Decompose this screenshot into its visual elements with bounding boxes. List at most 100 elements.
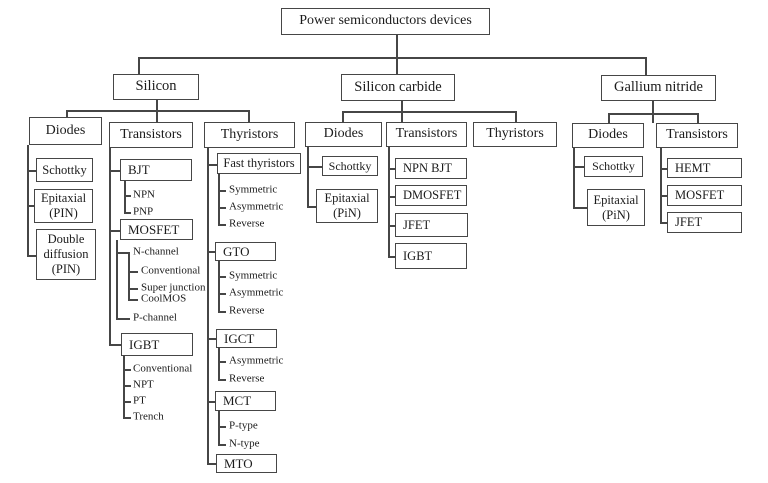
connector-line: [307, 166, 322, 168]
connector-line: [138, 57, 646, 59]
connector-line: [388, 168, 395, 170]
node-gan-transistors: Transistors: [656, 123, 738, 148]
connector-line: [218, 224, 226, 226]
node-gan-mosfet: MOSFET: [667, 185, 742, 206]
leaf-npn: NPN: [133, 188, 156, 201]
node-mto: MTO: [216, 454, 277, 473]
node-silicon-carbide: Silicon carbide: [341, 74, 455, 101]
node-npn-bjt: NPN BJT: [395, 158, 467, 179]
connector-line: [128, 288, 138, 290]
connector-line: [138, 57, 140, 74]
leaf-coolmos: CoolMOS: [141, 292, 187, 305]
connector-line: [307, 147, 309, 206]
node-mct: MCT: [215, 391, 276, 411]
node-sic-schottky: Schottky: [322, 156, 378, 176]
connector-line: [109, 230, 120, 232]
connector-line: [27, 255, 36, 257]
connector-line: [608, 113, 697, 115]
node-gan-diodes: Diodes: [572, 123, 644, 148]
connector-line: [388, 256, 395, 258]
connector-line: [218, 426, 226, 428]
connector-line: [109, 344, 121, 346]
node-gan-jfet: JFET: [667, 212, 742, 233]
leaf-n-type: N-type: [229, 437, 260, 450]
connector-line: [218, 311, 226, 313]
node-bjt: BJT: [120, 159, 192, 181]
node-si-double-diffusion-pin: Double diffusion (PIN): [36, 229, 96, 280]
connector-line: [388, 225, 395, 227]
connector-line: [396, 35, 398, 74]
node-si-schottky: Schottky: [36, 158, 93, 182]
node-hemt: HEMT: [667, 158, 742, 178]
connector-line: [128, 252, 130, 299]
connector-line: [218, 379, 226, 381]
connector-line: [218, 174, 220, 224]
node-mosfet: MOSFET: [120, 219, 193, 240]
connector-line: [27, 145, 29, 255]
node-sic-jfet: JFET: [395, 213, 468, 237]
leaf-super-junction: Super junction: [141, 281, 206, 294]
connector-line: [27, 205, 34, 207]
connector-line: [116, 252, 130, 254]
node-si-diodes: Diodes: [29, 117, 102, 145]
connector-line: [218, 444, 226, 446]
connector-line: [388, 147, 390, 256]
connector-line: [124, 195, 131, 197]
node-igbt: IGBT: [121, 333, 193, 356]
connector-line: [307, 206, 316, 208]
connector-line: [109, 148, 111, 344]
node-gto: GTO: [215, 242, 276, 261]
connector-line: [218, 276, 226, 278]
leaf-npt: NPT: [133, 378, 154, 391]
node-si-epitaxial-pin: Epitaxial (PIN): [34, 189, 93, 223]
connector-line: [124, 212, 131, 214]
connector-line: [573, 166, 584, 168]
leaf-pnp: PNP: [133, 205, 154, 218]
node-fast-thyristors: Fast thyristors: [217, 153, 301, 174]
connector-line: [218, 348, 220, 379]
connector-line: [218, 261, 220, 311]
node-sic-diodes: Diodes: [305, 122, 382, 147]
leaf-n-channel: N-channel: [133, 245, 179, 258]
connector-line: [218, 361, 226, 363]
connector-line: [660, 168, 667, 170]
connector-line: [123, 385, 131, 387]
node-si-thyristors: Thyristors: [204, 122, 295, 148]
connector-line: [388, 196, 395, 198]
connector-line: [123, 369, 131, 371]
leaf-ft-symmetric: Symmetric: [229, 183, 278, 196]
connector-line: [128, 271, 138, 273]
connector-line: [645, 57, 647, 75]
leaf-p-type: P-type: [229, 419, 258, 432]
connector-line: [123, 401, 131, 403]
connector-line: [218, 190, 226, 192]
node-sic-epitaxial-pin: Epitaxial (PiN): [316, 189, 378, 223]
node-sic-transistors: Transistors: [386, 122, 467, 147]
leaf-n-channel-conventional: Conventional: [141, 264, 201, 277]
connector-line: [660, 148, 662, 222]
connector-line: [207, 463, 216, 465]
connector-line: [66, 110, 68, 117]
leaf-ft-reverse: Reverse: [229, 217, 265, 230]
connector-line: [207, 164, 217, 166]
connector-line: [248, 110, 250, 122]
leaf-gto-symmetric: Symmetric: [229, 269, 278, 282]
node-si-transistors: Transistors: [109, 122, 193, 148]
connector-line: [660, 222, 667, 224]
connector-line: [573, 207, 587, 209]
connector-line: [660, 195, 667, 197]
connector-line: [342, 111, 515, 113]
connector-line: [342, 111, 344, 122]
connector-line: [128, 299, 138, 301]
node-power-semiconductors-devices: Power semiconductors devices: [281, 8, 490, 35]
connector-line: [573, 148, 575, 207]
leaf-gto-reverse: Reverse: [229, 304, 265, 317]
node-silicon: Silicon: [113, 74, 199, 100]
connector-line: [515, 111, 517, 122]
leaf-igct-asymmetric: Asymmetric: [229, 354, 284, 367]
node-gan-schottky: Schottky: [584, 156, 643, 177]
connector-line: [123, 417, 131, 419]
connector-line: [207, 338, 216, 340]
connector-line: [109, 170, 120, 172]
